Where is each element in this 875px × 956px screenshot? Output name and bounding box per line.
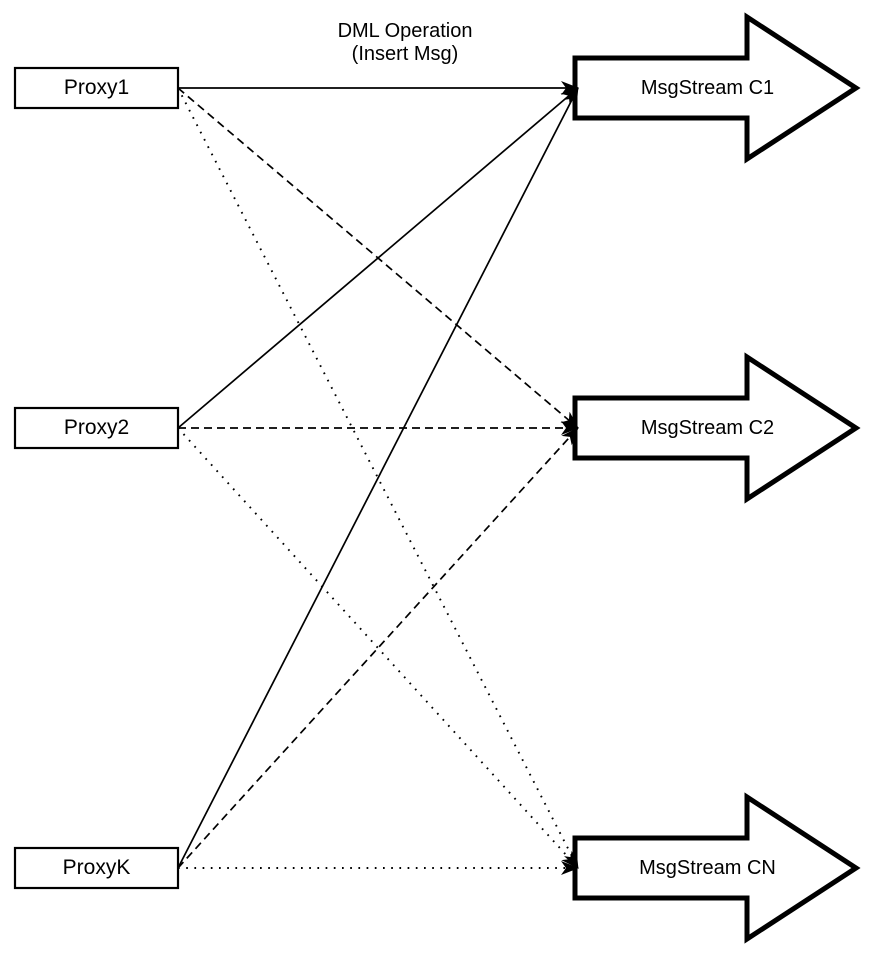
diagram-title: DML Operation (Insert Msg) (255, 20, 555, 66)
block-arrow-c1 (572, 12, 861, 164)
connector-proxy2-cn-dotted (177, 427, 579, 869)
title-line-1: DML Operation (337, 20, 473, 42)
proxy-box-proxy1 (13, 66, 180, 110)
connector-proxyK-c2-dashed (177, 427, 579, 869)
connector-proxy2-c1-solid (177, 87, 579, 429)
block-arrow-c2 (572, 352, 861, 504)
title-line-2: (Insert Msg) (351, 43, 459, 65)
connector-proxyK-c1-solid (177, 87, 579, 869)
proxy-box-proxy2 (13, 406, 180, 450)
connector-proxy1-cn-dotted (177, 87, 579, 869)
block-arrow-cn (572, 792, 861, 944)
proxy-box-proxyK (13, 846, 180, 890)
